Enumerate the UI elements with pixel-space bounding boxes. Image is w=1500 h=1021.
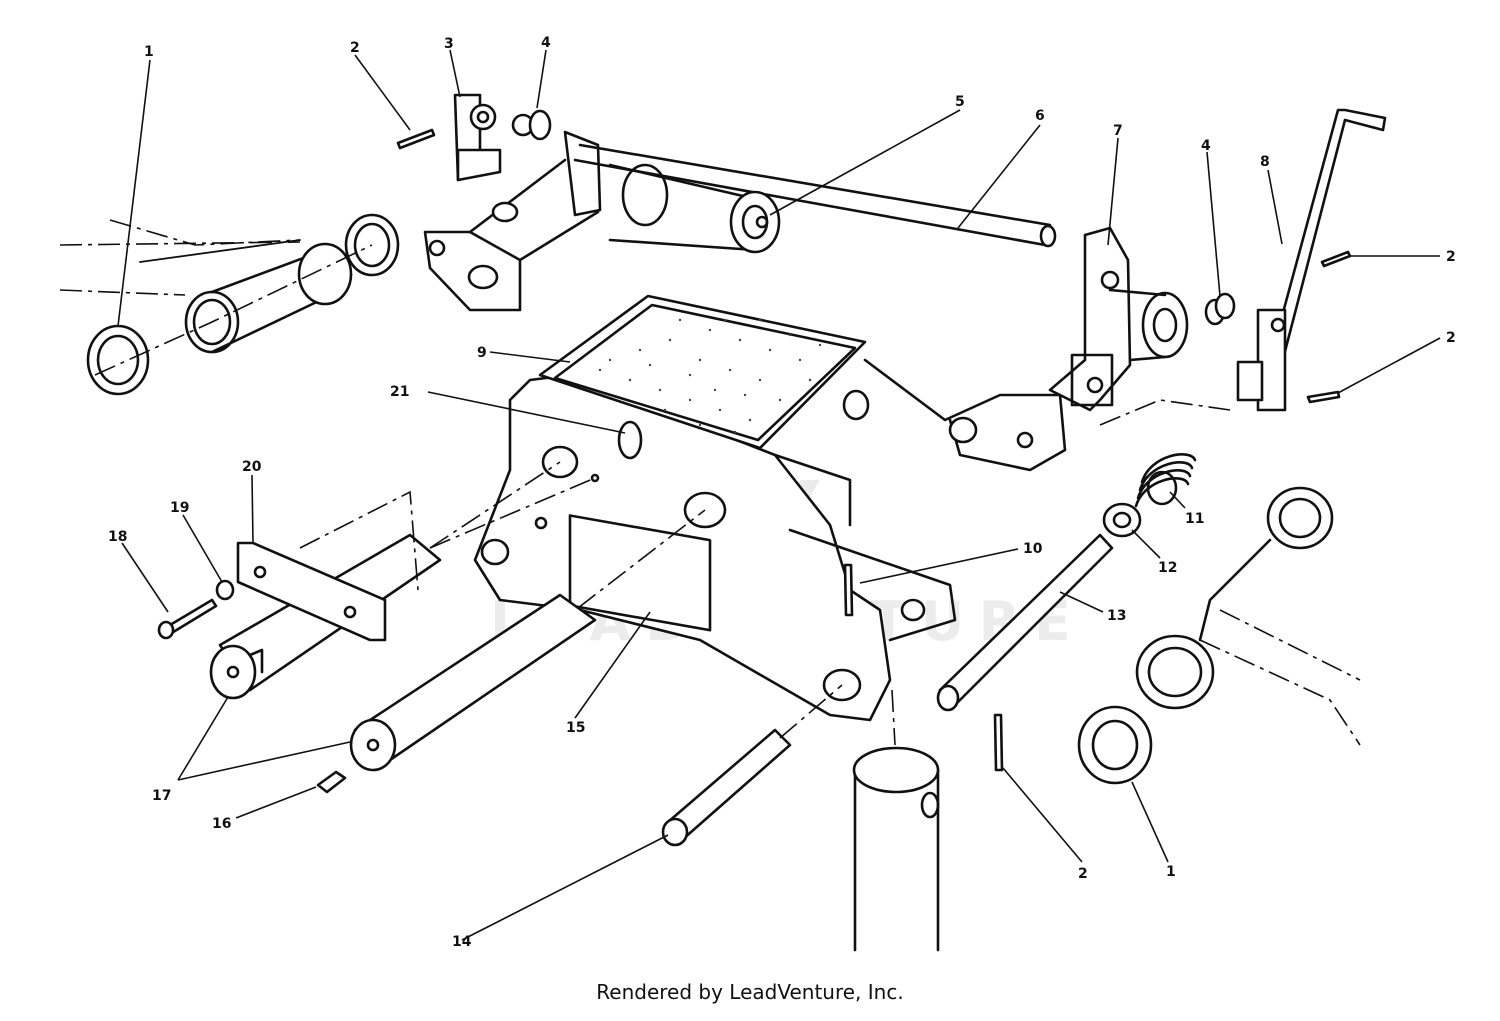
callout-4-left: 4 (541, 35, 551, 51)
callout-11: 11 (1185, 511, 1204, 527)
grease-fitting-16 (316, 770, 347, 794)
callout-20: 20 (242, 459, 262, 475)
callout-6: 6 (1035, 108, 1045, 124)
callout-labels: 1 2 3 4 5 6 7 4 8 2 2 9 21 20 19 18 10 1… (108, 35, 1456, 950)
callout-14: 14 (452, 934, 472, 950)
callout-2-bottom: 2 (1078, 866, 1088, 882)
lever-8 (1236, 108, 1387, 412)
part-4-bushing-left (511, 109, 552, 141)
callout-12: 12 (1158, 560, 1177, 576)
bolt-18 (157, 598, 218, 640)
steering-column (852, 689, 940, 952)
right-bracket-7 (1048, 226, 1189, 412)
shaft-17-long (349, 509, 706, 772)
center-cross-tube (608, 163, 781, 254)
callout-2-right-lower: 2 (1446, 330, 1456, 346)
callout-4-right: 4 (1201, 138, 1211, 154)
callout-8: 8 (1260, 154, 1270, 170)
left-pedal-arm (423, 130, 602, 312)
part-2-pin-bottom (993, 713, 1004, 772)
pedal-linkage (863, 358, 1231, 472)
washer-12 (1102, 502, 1142, 538)
callout-2-top: 2 (350, 40, 360, 56)
pin-13 (936, 533, 1114, 712)
callout-5: 5 (955, 94, 965, 110)
callout-13: 13 (1107, 608, 1126, 624)
part-3-bracket (453, 93, 502, 182)
callout-10: 10 (1023, 541, 1043, 557)
part-21-screw (429, 473, 600, 549)
right-tube-assembly (1077, 486, 1361, 785)
callout-7: 7 (1113, 123, 1123, 139)
callout-9: 9 (477, 345, 487, 361)
washer-19 (215, 579, 235, 601)
callout-17: 17 (152, 788, 171, 804)
pin-14 (661, 684, 843, 847)
callout-21: 21 (390, 384, 409, 400)
leader-lines (117, 49, 1441, 941)
callout-1-left: 1 (144, 44, 154, 60)
foot-pad-9 (538, 294, 867, 450)
left-tube-assembly (59, 213, 400, 396)
part-2-pin-top (396, 128, 436, 150)
callout-15: 15 (566, 720, 585, 736)
callout-18: 18 (108, 529, 127, 545)
footer-credit: Rendered by LeadVenture, Inc. (596, 980, 904, 1004)
callout-16: 16 (212, 816, 231, 832)
part-4-bushing-right (1204, 292, 1236, 326)
spring-11 (1134, 453, 1197, 508)
callout-3: 3 (444, 36, 454, 52)
pin-10 (843, 563, 854, 617)
callout-19: 19 (170, 500, 189, 516)
callout-2-right-upper: 2 (1446, 249, 1456, 265)
callout-1-right: 1 (1166, 864, 1176, 880)
